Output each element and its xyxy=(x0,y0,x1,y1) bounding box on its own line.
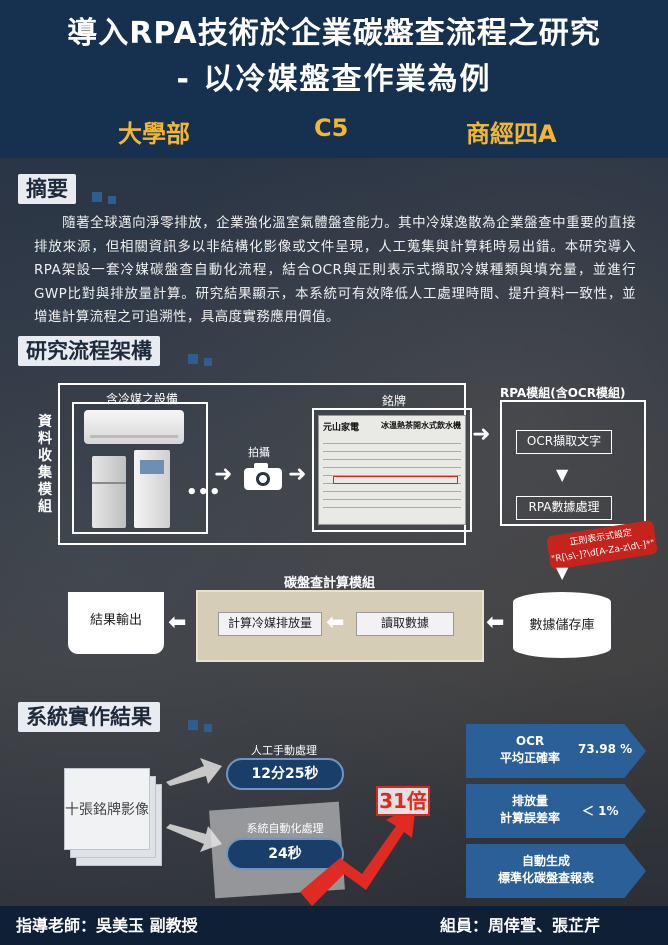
arrow-right-icon: ➜ xyxy=(288,462,307,487)
water-dispenser-image xyxy=(134,450,170,528)
heading-decoration xyxy=(188,720,198,730)
database-cylinder: 數據儲存庫 xyxy=(513,592,611,658)
rpa-module-label: RPA模組(含OCR模組) xyxy=(500,386,626,400)
metric-label: 平均正確率 xyxy=(499,751,560,765)
metric-label: 計算誤差率 xyxy=(499,811,560,825)
refrigerator-image xyxy=(92,456,126,528)
camera-icon xyxy=(244,463,282,490)
air-conditioner-image xyxy=(84,410,184,444)
refrigerant-highlight xyxy=(333,476,458,484)
arrow-down-right-icon xyxy=(166,824,222,852)
result-output-document: 結果輸出 xyxy=(68,592,164,654)
rpa-processing-step: RPA數據處理 xyxy=(516,496,612,520)
metric-label: 自動生成 xyxy=(521,854,570,868)
ocr-accuracy-metric: OCR 平均正確率 73.98 % xyxy=(466,724,646,778)
arrow-left-icon: ⬅ xyxy=(326,610,345,635)
metric-label: 標準化碳盤查報表 xyxy=(497,871,594,885)
auto-label: 系統自動化處理 xyxy=(246,822,324,835)
class-label: 商經四A xyxy=(466,120,557,148)
heading-decoration xyxy=(92,192,102,202)
read-data-step: 讀取數據 xyxy=(356,612,454,636)
metric-value: 73.98 % xyxy=(578,742,633,756)
heading-decoration xyxy=(188,354,198,364)
abstract-heading: 摘要 xyxy=(18,174,76,204)
auto-time: 24秒 xyxy=(226,838,344,870)
metric-label: OCR xyxy=(515,734,545,748)
arrow-down-icon: ▼ xyxy=(556,563,569,582)
ocr-step: OCR擷取文字 xyxy=(516,430,612,454)
nameplate-images: 十張銘牌影像 xyxy=(64,768,150,850)
nameplate-photo: 元山家電 冰溫熱茶開水式飲水機 xyxy=(318,415,466,525)
capture-label: 拍攝 xyxy=(248,446,270,459)
arrow-left-icon: ⬅ xyxy=(168,610,187,635)
devices-box xyxy=(72,402,208,534)
poster-header: 導入RPA技術於企業碳盤查流程之研究 - 以冷媒盤查作業為例 大學部 C5 商經… xyxy=(0,0,668,158)
more-devices-ellipsis: ••• xyxy=(186,482,221,503)
nameplate-label: 銘牌 xyxy=(382,394,407,408)
poster-title: 導入RPA技術於企業碳盤查流程之研究 xyxy=(67,16,601,51)
speedup-badge: 31倍 xyxy=(376,786,430,816)
rpa-module-box xyxy=(500,400,646,526)
nameplate-brand: 元山家電 xyxy=(323,423,360,433)
abstract-text: 隨著全球邁向淨零排放，企業強化溫室氣體盤查能力。其中冷媒逸散為企業盤查中重要的直… xyxy=(34,215,636,325)
poster-footer: 指導老師：吳美玉 副教授 組員：周倖萱、張芷芹 xyxy=(0,906,668,945)
data-collection-module-label: 資料收集模組 xyxy=(38,414,52,515)
poster-subtitle: - 以冷媒盤查作業為例 xyxy=(176,62,492,97)
growth-arrow-icon xyxy=(300,804,416,906)
calc-module-label: 碳盤查計算模組 xyxy=(284,576,376,591)
auto-report-metric: 自動生成 標準化碳盤查報表 xyxy=(466,844,646,898)
nameplate-title: 冰溫熱茶開水式飲水機 xyxy=(381,421,461,430)
metric-value: ＜ 1% xyxy=(582,804,619,818)
emission-error-metric: 排放量 計算誤差率 ＜ 1% xyxy=(466,784,646,838)
manual-label: 人工手動處理 xyxy=(251,744,317,757)
nameplate-box xyxy=(312,408,472,532)
heading-decoration xyxy=(204,724,212,732)
arrow-down-icon: ▼ xyxy=(556,465,569,484)
arrow-right-icon: ➜ xyxy=(214,462,233,487)
metric-label: 排放量 xyxy=(511,794,548,808)
arrow-left-icon: ⬅ xyxy=(486,610,505,635)
heading-decoration xyxy=(108,196,116,204)
results-heading: 系統實作結果 xyxy=(18,702,160,732)
heading-decoration xyxy=(204,358,212,366)
devices-label: 含冷媒之設備 xyxy=(106,392,179,406)
arrow-up-right-icon xyxy=(166,758,222,786)
manual-time: 12分25秒 xyxy=(226,758,344,790)
department-label: 大學部 xyxy=(118,120,190,148)
framework-heading: 研究流程架構 xyxy=(18,336,160,366)
group-members: 組員：周倖萱、張芷芹 xyxy=(440,916,601,935)
calc-emission-step: 計算冷媒排放量 xyxy=(218,612,322,636)
poster-code: C5 xyxy=(314,114,349,142)
arrow-right-icon: ➜ xyxy=(472,422,491,447)
advisor-name: 指導老師：吳美玉 副教授 xyxy=(16,916,198,935)
